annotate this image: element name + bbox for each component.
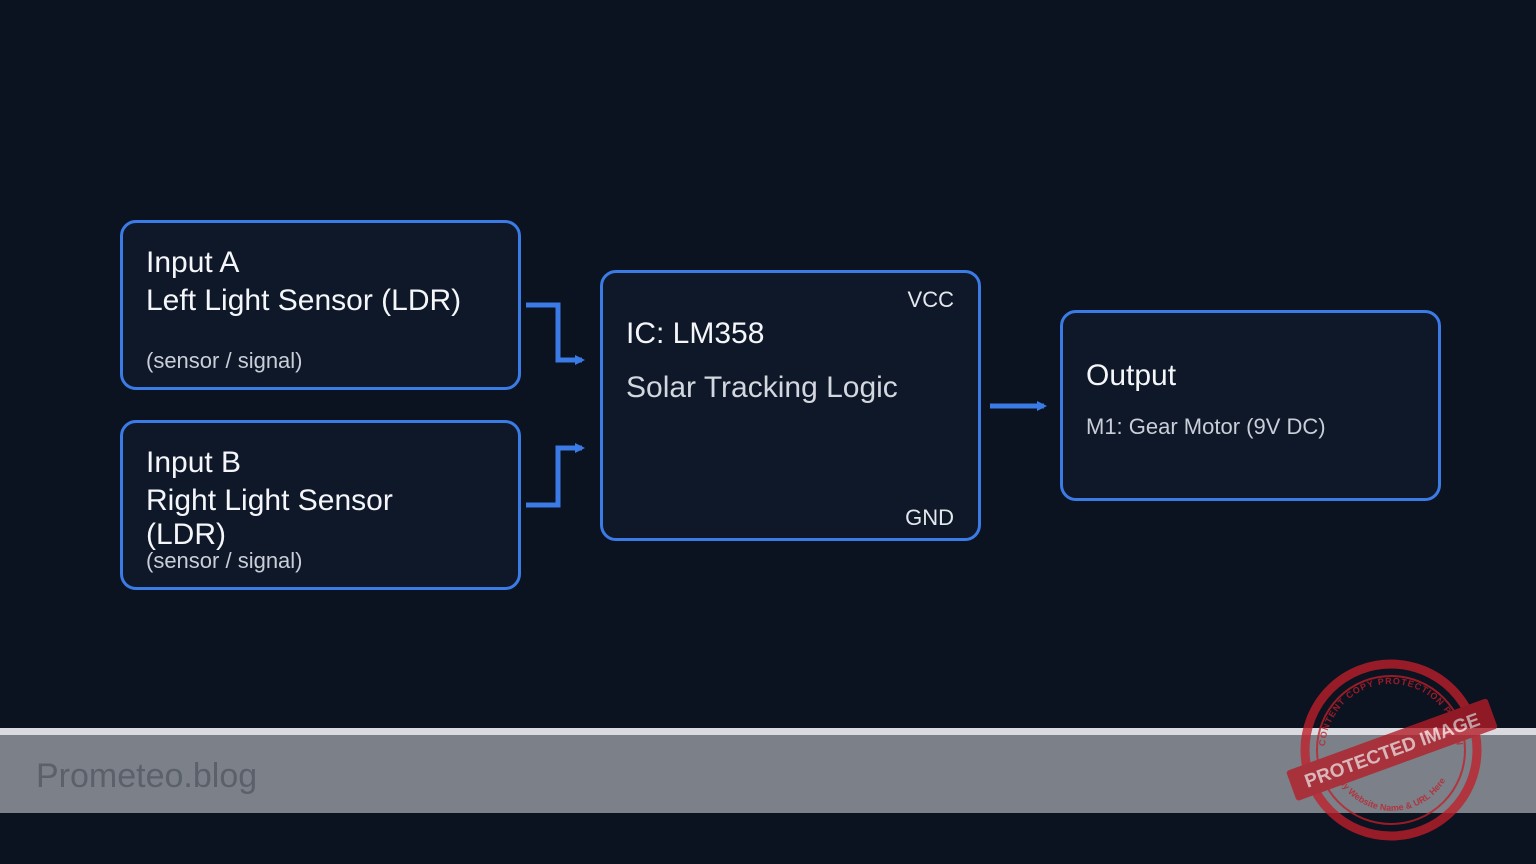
output-detail: M1: Gear Motor (9V DC): [1086, 414, 1326, 439]
input-b-name-line1: Right Light Sensor: [146, 484, 393, 517]
footer-brand: Prometeo.blog: [36, 757, 258, 795]
wire-input-a-to-ic: [526, 302, 585, 365]
footer-divider: [0, 728, 1536, 735]
input-a-name: Left Light Sensor (LDR): [146, 284, 462, 317]
input-b-note: (sensor / signal): [146, 548, 303, 573]
ic-title: IC: LM358: [626, 317, 765, 350]
protected-image-stamp: CONTENT COPY PROTECTION PLUGIN My Websit…: [1286, 659, 1498, 841]
vcc-pin-label: VCC: [907, 287, 954, 312]
ic-subtitle: Solar Tracking Logic: [626, 371, 898, 404]
gnd-pin-label: GND: [905, 505, 954, 530]
svg-text:My Website Name & URL Here: My Website Name & URL Here: [1337, 776, 1448, 813]
input-b-block: Input B Right Light Sensor (LDR) (sensor…: [120, 420, 521, 590]
input-b-name-line2: (LDR): [146, 518, 226, 551]
ic-block: VCC IC: LM358 Solar Tracking Logic GND: [600, 270, 981, 541]
input-a-block: Input A Left Light Sensor (LDR) (sensor …: [120, 220, 521, 390]
input-a-title: Input A: [146, 246, 240, 279]
output-title: Output: [1086, 359, 1177, 392]
input-b-title: Input B: [146, 446, 242, 479]
input-a-note: (sensor / signal): [146, 348, 303, 373]
footer-bar: Prometeo.blog: [0, 735, 1536, 813]
output-block: Output M1: Gear Motor (9V DC): [1060, 310, 1441, 501]
wire-input-b-to-ic: [526, 443, 585, 508]
